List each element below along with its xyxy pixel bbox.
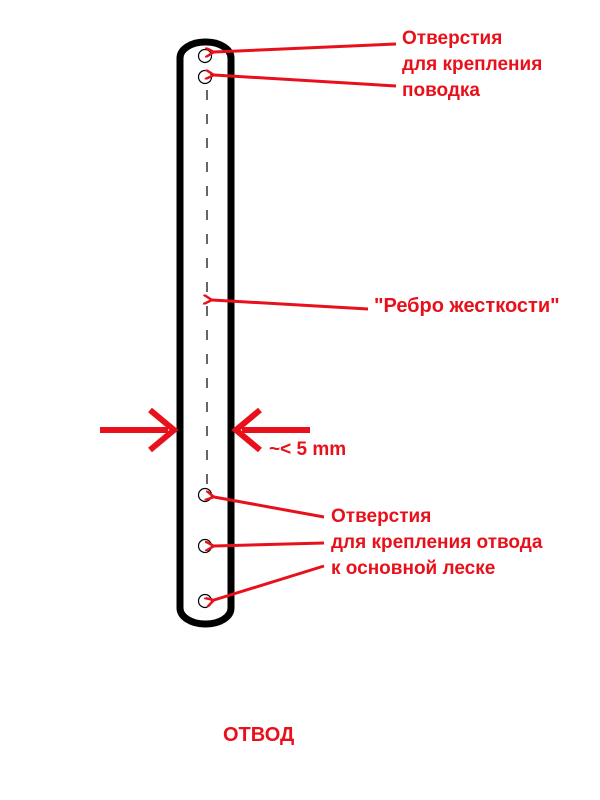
arrow-rib [212, 300, 369, 311]
label-bottom-holes-line-1: Отверстия [331, 506, 432, 527]
width-arrow-right [231, 407, 310, 453]
rod-outline [176, 38, 235, 628]
hole-top-2 [197, 69, 213, 85]
hole-bottom-2 [197, 538, 213, 554]
diagram-caption: ОТВОД [223, 724, 295, 746]
arrow-bottom-hole-1 [214, 497, 325, 519]
label-top-holes: Отверстия для крепления поводка [402, 26, 542, 104]
arrow-bottom-hole-2 [214, 543, 325, 546]
width-arrow-left [100, 407, 179, 453]
arrow-top-hole-1 [214, 42, 397, 52]
hole-top-1 [197, 48, 213, 64]
arrow-top-hole-2 [214, 75, 397, 88]
hole-bottom-3 [197, 593, 213, 609]
label-bottom-holes-line-3: к основной леске [331, 558, 496, 579]
label-top-holes-line-3: поводка [402, 80, 481, 101]
label-top-holes-line-1: Отверстия [402, 28, 503, 49]
label-stiffening-rib: "Ребро жесткости" [374, 295, 560, 317]
label-top-holes-line-2: для крепления [402, 54, 543, 75]
hole-bottom-1 [197, 487, 213, 503]
label-bottom-holes: Отверстия для крепления отвода к основно… [331, 504, 542, 582]
arrow-bottom-hole-3 [214, 564, 325, 600]
label-width: ~< 5 mm [269, 439, 347, 460]
label-bottom-holes-line-2: для крепления отвода [331, 532, 543, 553]
